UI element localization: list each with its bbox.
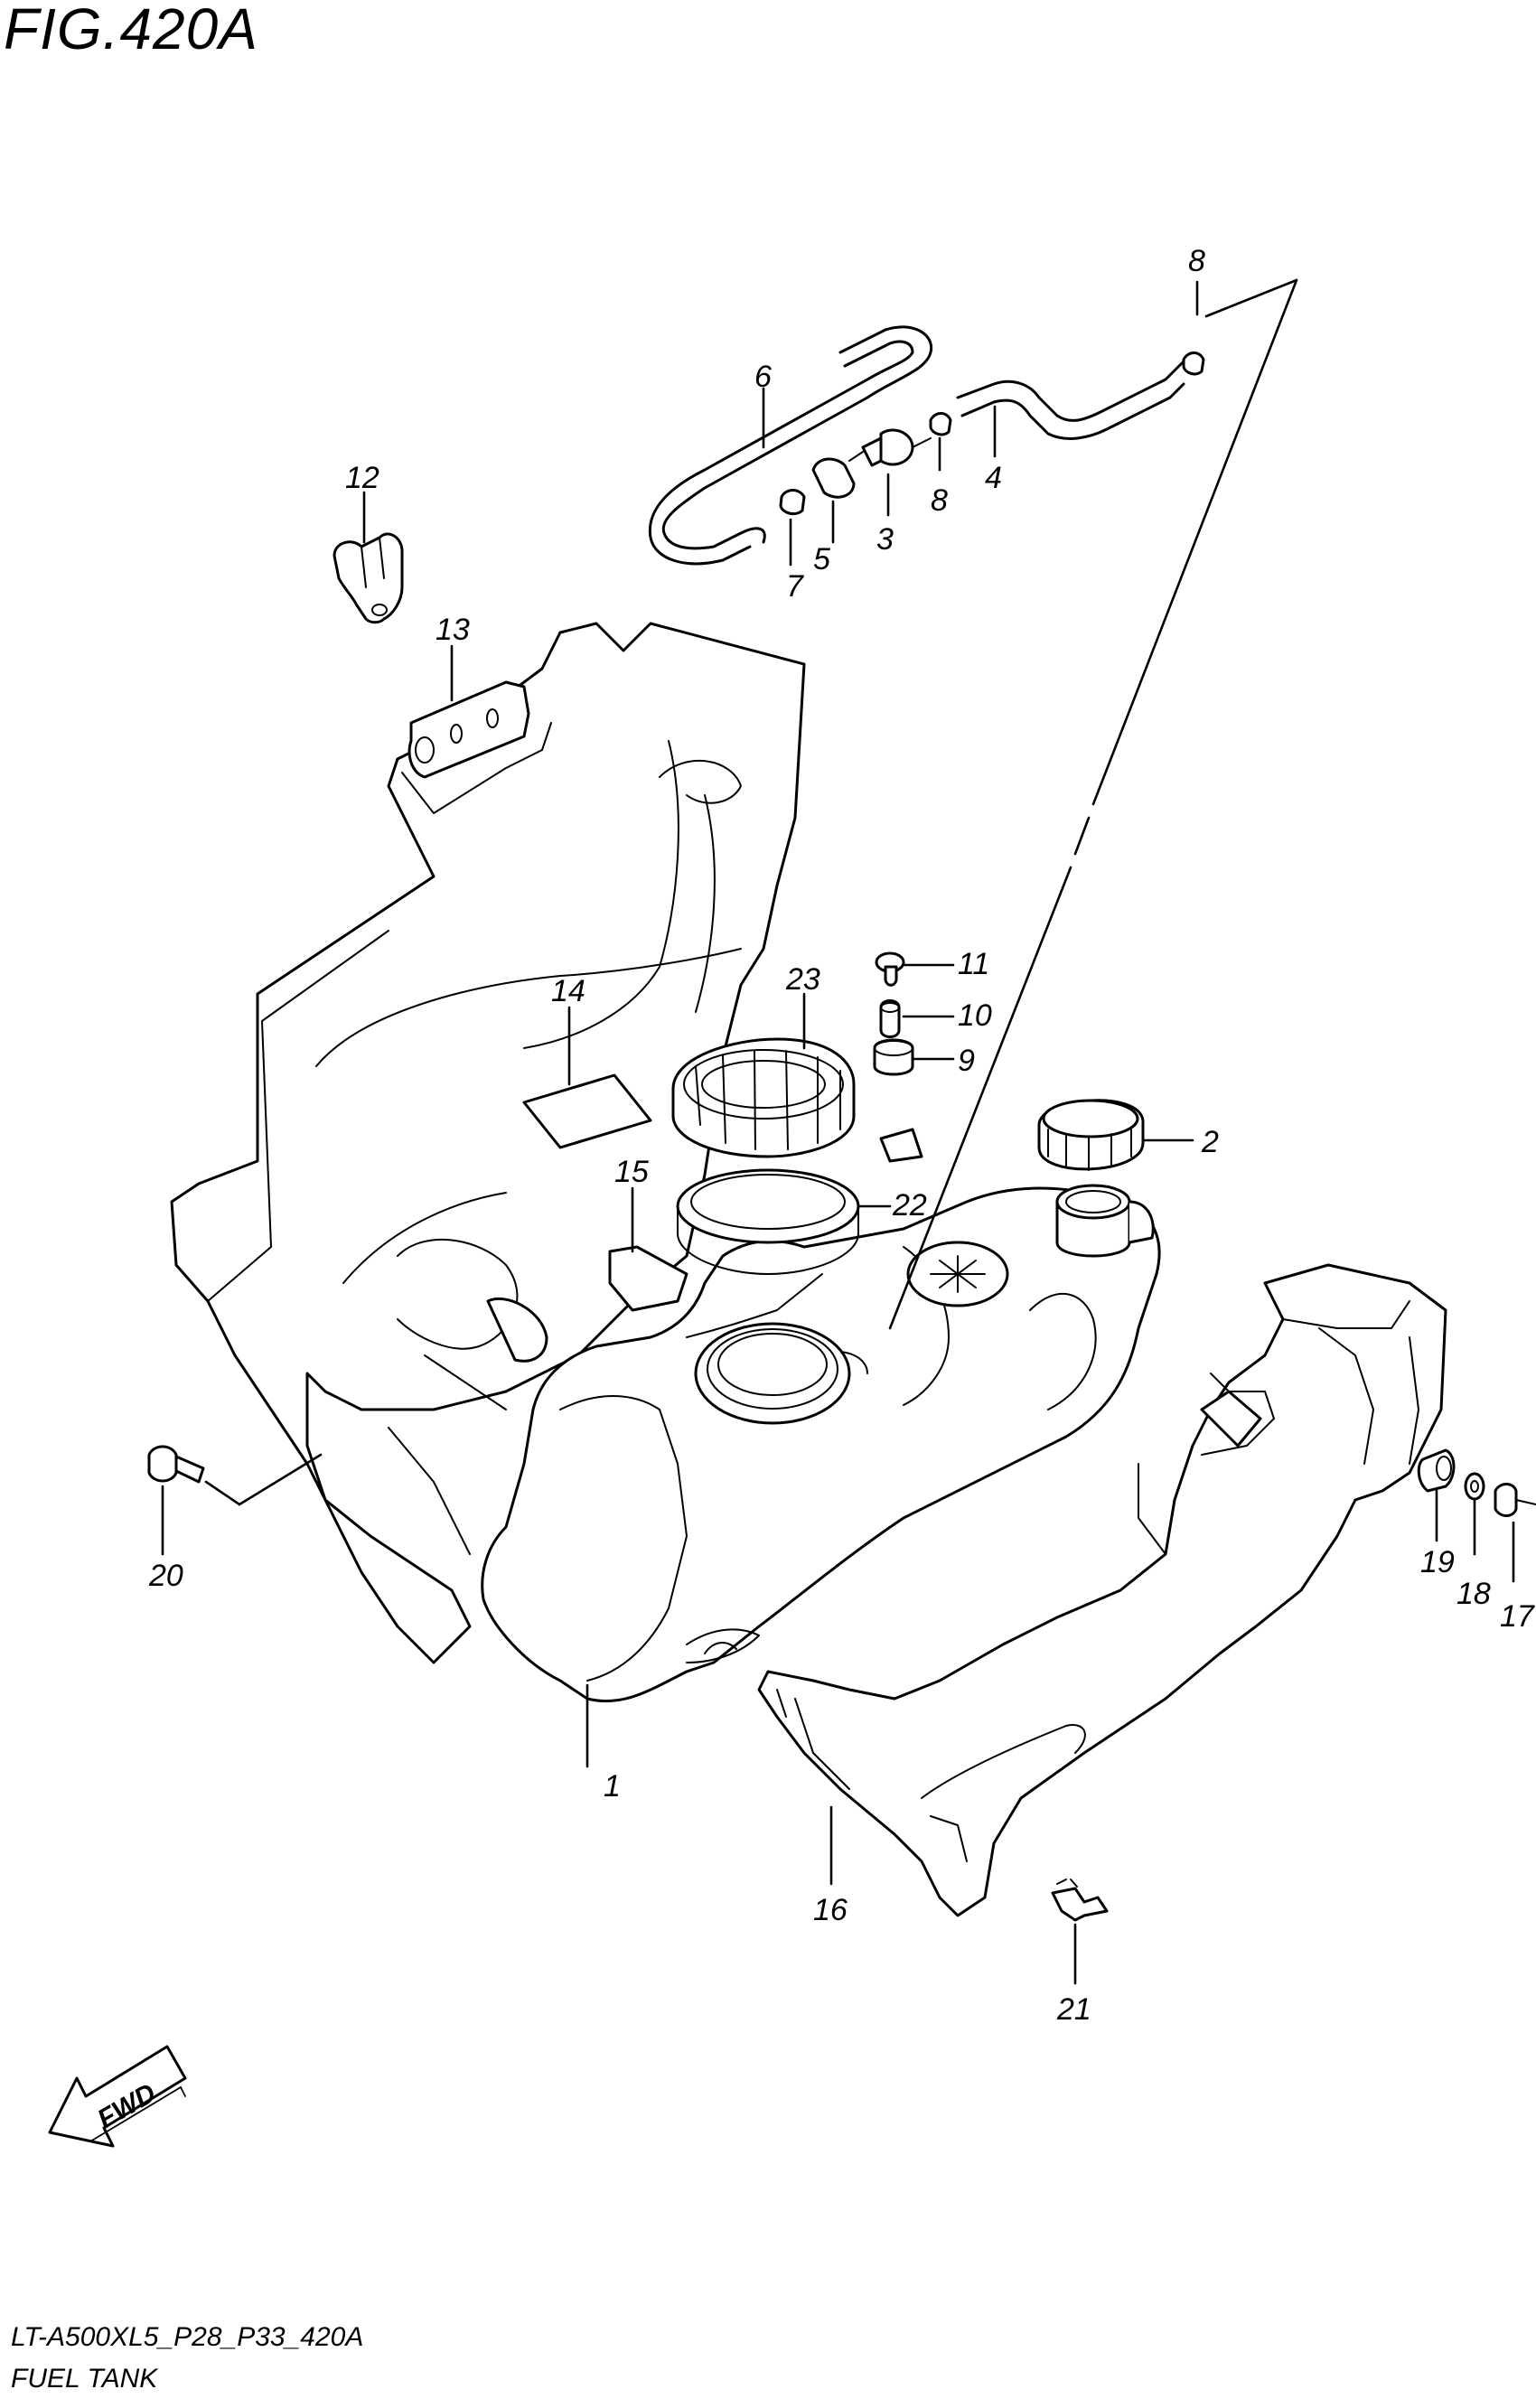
part-23-ring-nut: [671, 1037, 856, 1158]
callout-1: 1: [604, 1769, 621, 1804]
callout-18: 18: [1456, 1577, 1491, 1611]
part-13-tank-guard: [170, 622, 806, 1664]
callout-labels: 1 2 3 4 5 6 7 8 8 9 10 11 12 13 14 15 16…: [148, 244, 1535, 2027]
part-7-clip: [779, 489, 806, 516]
part-21-clip: [1051, 1879, 1109, 1922]
part-2-fuel-cap: [1037, 1099, 1145, 1171]
callout-5: 5: [813, 542, 830, 576]
fwd-arrow-icon: FWD: [48, 2045, 187, 2148]
section-name: FUEL TANK: [11, 2364, 158, 2394]
callout-10: 10: [958, 998, 992, 1033]
callout-3: 3: [876, 522, 894, 557]
model-code: LT-A500XL5_P28_P33_420A: [11, 2322, 364, 2352]
callout-23: 23: [785, 962, 820, 997]
part-12-clamp: [332, 532, 404, 624]
figure-title: FIG.420A: [4, 0, 258, 61]
callout-12: 12: [345, 461, 379, 495]
part-4-breather-hose: [956, 360, 1185, 440]
callout-19: 19: [1420, 1545, 1455, 1579]
callout-15: 15: [614, 1155, 649, 1189]
callout-13: 13: [436, 613, 470, 647]
callout-2: 2: [1201, 1125, 1219, 1159]
part-5-clip: [811, 457, 856, 499]
callout-22: 22: [892, 1188, 927, 1223]
callout-8a: 8: [1188, 244, 1205, 278]
part-10-collar: [879, 999, 901, 1038]
callout-6: 6: [754, 360, 772, 394]
part-1-fuel-tank: [481, 1128, 1161, 1703]
leader-lines: [161, 278, 1515, 1985]
part-17-screw: [1494, 1483, 1536, 1517]
callout-21: 21: [1056, 1992, 1091, 2027]
callout-17: 17: [1500, 1599, 1535, 1634]
part-3-valve: [848, 428, 932, 467]
callout-20: 20: [148, 1559, 183, 1593]
part-16-side-cover: [757, 1263, 1447, 1917]
part-13-bracket-top: [407, 680, 530, 779]
callout-8b: 8: [931, 483, 948, 518]
part-19-collar: [1417, 1448, 1456, 1493]
part-8-clips: [929, 351, 1205, 436]
part-9-grommet: [873, 1038, 914, 1076]
part-11-bolt: [875, 951, 905, 987]
part-18-washer: [1464, 1472, 1485, 1501]
callout-16: 16: [813, 1893, 848, 1927]
part-20-bolt: [147, 1445, 205, 1484]
callout-14: 14: [551, 974, 585, 1008]
callout-4: 4: [985, 461, 1002, 495]
callout-11: 11: [958, 947, 989, 981]
callout-7: 7: [786, 569, 804, 604]
callout-9: 9: [958, 1044, 975, 1078]
part-6-breather-hose: [648, 325, 933, 566]
